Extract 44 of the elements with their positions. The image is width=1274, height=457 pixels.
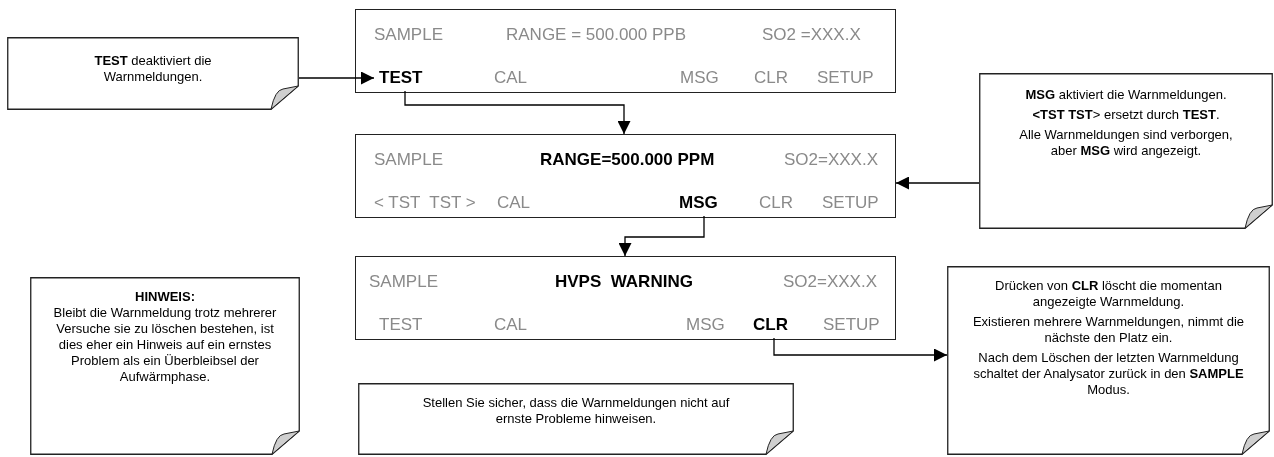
arrow	[895, 176, 980, 190]
softkey-label: TEST	[374, 65, 436, 91]
softkey-label: MSG	[686, 315, 725, 335]
note-text: Stellen Sie sicher, dass die Warnmeldungen nicht auf ernste Probleme hinweisen.	[421, 395, 731, 427]
softkey-label: CAL	[494, 315, 528, 335]
softkey-label: SETUP	[817, 68, 874, 88]
display-screen	[355, 134, 896, 218]
note-text: Drücken von CLR löscht die momentan angezeigte Warnmeldung.	[994, 278, 1223, 310]
callout-note	[947, 266, 1270, 455]
callout-note	[7, 37, 299, 110]
softkey-label: CLR	[759, 193, 793, 213]
note-heading: HINWEIS:	[134, 289, 196, 305]
display-text: SO2=XXX.X	[783, 272, 878, 292]
display-text: SAMPLE	[374, 150, 443, 170]
note-text: Existieren mehrere Warnmeldungen, nimmt die nächste den Platz ein.	[971, 314, 1246, 346]
softkey-label: TEST	[379, 315, 423, 335]
note-text: <TST TST> ersetzt durch TEST.	[1031, 107, 1221, 123]
display-text: HVPS WARNING	[555, 272, 693, 292]
display-text: SO2 =XXX.X	[762, 25, 861, 45]
note-text: TEST deaktiviert die Warnmeldungen.	[93, 53, 213, 85]
arrow	[298, 71, 375, 85]
callout-note	[979, 73, 1273, 229]
note-text: Bleibt die Warnmeldung trotz mehrerer Versuche sie zu löschen bestehen, ist dies eher ein Hinweis auf ein ernstes Problem als ein Überbleibsel der Aufwärmphase.	[52, 305, 278, 385]
note-text: MSG aktiviert die Warnmeldungen.	[1024, 87, 1228, 103]
display-screen	[355, 256, 896, 340]
display-screen	[355, 9, 896, 93]
softkey-label: MSG	[680, 68, 719, 88]
softkey-label: < TST TST >	[374, 193, 476, 213]
softkey-label: SETUP	[822, 193, 879, 213]
softkey-label: CAL	[497, 193, 531, 213]
softkey-label: CLR	[748, 312, 800, 338]
softkey-label: SETUP	[823, 315, 880, 335]
display-text: SAMPLE	[369, 272, 438, 292]
softkey-label: MSG	[674, 190, 734, 216]
note-text: Nach dem Löschen der letzten Warnmeldung schaltet der Analysator zurück in den SAMPLE Modus.	[972, 350, 1245, 398]
display-text: RANGE = 500.000 PPB	[506, 25, 687, 45]
softkey-label: CAL	[494, 68, 528, 88]
display-text: RANGE=500.000 PPM	[540, 150, 715, 170]
note-text: Alle Warnmeldungen sind verborgen, aber MSG wird angezeigt.	[1018, 127, 1234, 159]
callout-note	[30, 277, 300, 455]
display-text: SAMPLE	[374, 25, 443, 45]
callout-note	[358, 383, 794, 455]
display-text: SO2=XXX.X	[784, 150, 879, 170]
softkey-label: CLR	[754, 68, 788, 88]
